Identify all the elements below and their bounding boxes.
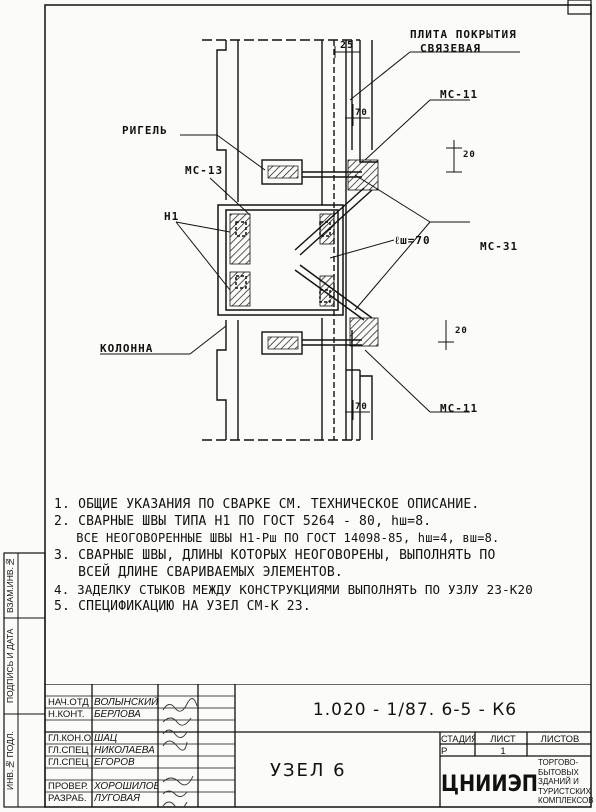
org-desc-line: ТУРИСТСКИХ [538,786,591,796]
dim-20-top: 20 [463,150,476,160]
dim-70-bottom: 70 [355,402,368,412]
name-1: ВОЛЫНСКИЙ [94,697,158,708]
org-desc-line: ЗДАНИЙ И [538,777,579,786]
column [202,39,378,441]
role-5: ГЛ.СПЕЦ [48,757,89,768]
sheet-title: УЗЕЛ 6 [270,760,347,781]
dim-25-label: 25 [340,40,355,51]
dim-20-bottom: 20 [455,326,468,336]
org-desc-line: ТОРГОВО- [538,758,579,767]
ms11-bottom-label: МС-11 [440,402,479,415]
role-2: Н.КОНТ. [48,709,85,720]
name-2: БЕРЛОВА [94,709,141,720]
column-label: КОЛОННА [100,342,154,355]
note-1: 1. ОБЩИЕ УКАЗАНИЯ ПО СВАРКЕ СМ. ТЕХНИЧЕС… [54,497,480,512]
leaders [100,46,520,420]
org-logo: ЦНИИЭП [441,772,538,797]
n1-label: Н1 [164,210,180,223]
org-desc-line: БЫТОВЫХ [538,767,579,777]
role-4: ГЛ.СПЕЦ [48,745,89,756]
weld-length-label: ℓш=70 [395,234,431,247]
name-7: ЛУГОВАЯ [94,793,140,804]
role-1: НАЧ.ОТД [48,697,89,708]
side-stamp-inventory: ИНВ.№ ПОДЛ. [5,731,15,790]
side-stamp-replace: ВЗАМ.ИНВ.№ [5,557,15,614]
title-block-grid [45,684,591,807]
beam-label: РИГЕЛЬ [122,124,168,137]
signatures [162,698,198,807]
stage-header: СТАДИЯ [441,734,475,744]
name-5: ЕГОРОВ [94,757,135,768]
sheet-value: 1 [500,746,506,757]
name-3: ШАЦ [94,733,118,744]
dim-70-top: 70 [355,108,368,118]
note-4: 4. ЗАДЕЛКУ СТЫКОВ МЕЖДУ КОНСТРУКЦИЯМИ ВЫ… [54,582,533,597]
sheet-corner-box [567,0,592,15]
stage-value: Р [441,746,448,757]
note-2b: ВСЕ НЕОГОВОРЕННЫЕ ШВЫ Н1-Рш ПО ГОСТ 1409… [54,531,500,545]
ms31-label: МС-31 [480,240,519,253]
ms11-top-label: МС-11 [440,88,479,101]
org-description: ТОРГОВО- БЫТОВЫХ ЗДАНИЙ И ТУРИСТСКИХ КОМ… [538,758,594,806]
name-6: ХОРОШИЛОВА [94,781,158,792]
slab-label: ПЛИТА ПОКРЫТИЯ [410,28,517,41]
side-stamp-frame [3,552,46,808]
name-4: НИКОЛАЕВА [94,745,155,756]
general-notes: 1. ОБЩИЕ УКАЗАНИЯ ПО СВАРКЕ СМ. ТЕХНИЧЕС… [54,496,584,615]
column-cap [217,204,344,316]
embedded-plates [261,159,379,355]
note-2: 2. СВАРНЫЕ ШВЫ ТИПА Н1 ПО ГОСТ 5264 - 80… [54,514,432,529]
slab-label-2: СВЯЗЕВАЯ [420,42,481,55]
document-number: 1.020 - 1/87. 6-5 - К6 [312,700,518,720]
note-3: 3. СВАРНЫЕ ШВЫ, ДЛИНЫ КОТОРЫХ НЕОГОВОРЕН… [54,548,496,563]
sheet-header: ЛИСТ [490,734,516,745]
ms13-label: МС-13 [185,164,224,177]
role-7: РАЗРАБ. [48,793,87,804]
note-5: 5. СПЕЦИФИКАЦИЮ НА УЗЕЛ СМ-К 23. [54,599,311,614]
org-desc-line: КОМПЛЕКСОВ [538,796,594,805]
side-stamp-signature: ПОДПИСЬ И ДАТА [5,628,15,704]
role-6: ПРОВЕР. [48,781,89,792]
note-3b: ВСЕЙ ДЛИНЕ СВАРИВАЕМЫХ ЭЛЕМЕНТОВ. [54,565,343,580]
role-3: ГЛ.КОН.ОТ [48,733,93,744]
sheets-header: ЛИСТОВ [540,734,580,745]
sheet-frame [44,4,592,808]
